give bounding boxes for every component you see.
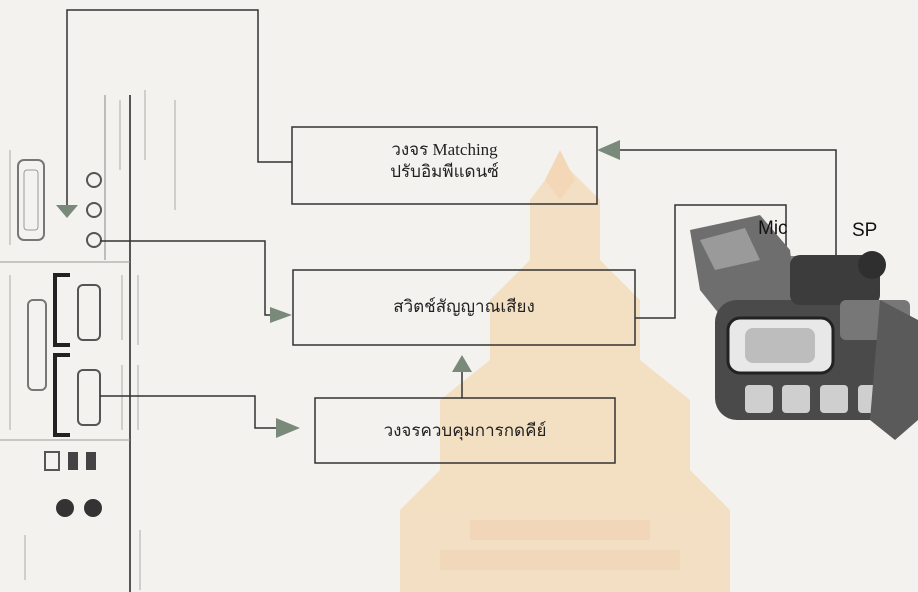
serial-port-icon [78, 370, 100, 425]
signal-switch-label: สวิตช์สัญญาณเสียง [293, 296, 635, 318]
audio-jack-icon [87, 233, 101, 247]
audio-jack-icon [87, 173, 101, 187]
matching-circuit-line1: วงจร Matching [292, 139, 597, 161]
speaker-label: SP [852, 220, 877, 242]
mic-label: Mic [758, 218, 788, 240]
sound-card-panel [0, 90, 175, 592]
camera-device-image [690, 215, 918, 440]
matching-circuit-line2: ปรับอิมพีแดนซ์ [292, 161, 597, 183]
parallel-port-icon [28, 300, 46, 390]
key-control-label: วงจรควบคุมการกดคีย์ [315, 420, 615, 442]
watermark-emblem [400, 150, 730, 592]
game-port-icon [18, 160, 44, 240]
serial-port-icon [78, 285, 100, 340]
ps2-port-icon [84, 499, 102, 517]
audio-jack-icon [87, 203, 101, 217]
ps2-port-icon [56, 499, 74, 517]
matching-circuit-label: วงจร Matching ปรับอิมพีแดนซ์ [292, 139, 597, 183]
arrowheads [56, 140, 796, 438]
speaker-icon [858, 251, 886, 279]
